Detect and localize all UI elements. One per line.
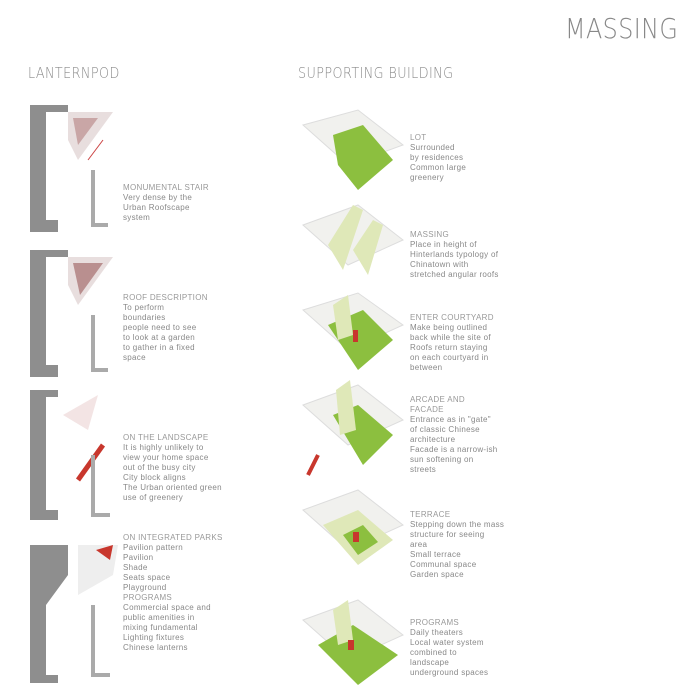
support-text-courtyard: ENTER COURTYARD Make being outlined back… [410, 313, 530, 373]
text-line: Hinterlands typology of [410, 250, 499, 259]
text-line: Facade is a narrow-ish [410, 445, 498, 454]
text-line: combined to [410, 648, 457, 657]
text-line: Chinatown with [410, 260, 469, 269]
page-title: MASSING [564, 12, 678, 45]
text-line: between [410, 363, 443, 372]
text-line: area [410, 540, 428, 549]
support-text-massing: MASSING Place in height of Hinterlands t… [410, 230, 530, 280]
text-line: MONUMENTAL STAIR [123, 183, 209, 192]
text-line: FACADE [410, 405, 444, 414]
text-line: of classic Chinese [410, 425, 480, 434]
text-line: Surrounded [410, 143, 455, 152]
text-line: TERRACE [410, 510, 451, 519]
support-text-terrace: TERRACE Stepping down the mass structure… [410, 510, 530, 580]
support-diagram-lot [301, 109, 405, 190]
support-diagram-terrace [302, 489, 404, 565]
text-line: Seats space [123, 573, 171, 582]
text-line: to look at a garden [123, 333, 195, 342]
text-line: PROGRAMS [123, 593, 173, 602]
text-line: underground spaces [410, 668, 489, 677]
text-line: Pavilion pattern [123, 543, 183, 552]
support-diagram-programs [302, 599, 404, 685]
text-line: architecture [410, 435, 456, 444]
text-line: Common large [410, 163, 467, 172]
text-line: Local water system [410, 638, 484, 647]
text-line: MASSING [410, 230, 449, 239]
text-line: Pavilion [123, 553, 154, 562]
text-line: Chinese lanterns [123, 643, 188, 652]
text-line: Daily theaters [410, 628, 464, 637]
text-line: Garden space [410, 570, 464, 579]
text-line: To perform [123, 303, 165, 312]
text-line: ROOF DESCRIPTION [123, 293, 208, 302]
text-line: view your home space [123, 453, 209, 462]
text-line: public amenities in [123, 613, 195, 622]
text-line: Commercial space and [123, 603, 211, 612]
support-diagram-courtyard [302, 292, 404, 370]
text-line: It is highly unlikely to [123, 443, 204, 452]
text-line: LOT [410, 133, 427, 142]
support-text-programs: PROGRAMS Daily theaters Local water syst… [410, 618, 530, 678]
text-line: ON THE LANDSCAPE [123, 433, 209, 442]
text-line: use of greenery [123, 493, 184, 502]
supporting-building-heading: SUPPORTING BUILDING [298, 64, 454, 82]
text-line: ENTER COURTYARD [410, 313, 494, 322]
text-line: Playground [123, 583, 167, 592]
text-line: mixing fundamental [123, 623, 198, 632]
text-line: landscape [410, 658, 450, 667]
lantern-diagram-4 [30, 545, 118, 683]
text-line: Stepping down the mass [410, 520, 505, 529]
text-line: Place in height of [410, 240, 477, 249]
text-line: structure for seeing [410, 530, 485, 539]
text-line: to gather in a fixed [123, 343, 195, 352]
lantern-diagram-2 [30, 250, 113, 377]
support-diagram-arcade [302, 380, 404, 476]
text-line: people need to see [123, 323, 197, 332]
text-line: Make being outlined [410, 323, 488, 332]
lantern-text-4: ON INTEGRATED PARKS Pavilion pattern Pav… [123, 533, 243, 653]
text-line: ARCADE AND [410, 395, 466, 404]
text-line: back while the site of [410, 333, 491, 342]
text-line: out of the busy city [123, 463, 196, 472]
text-line: Roofs return staying [410, 343, 488, 352]
text-line: Urban Roofscape [123, 203, 190, 212]
text-line: Communal space [410, 560, 477, 569]
text-line: City block aligns [123, 473, 186, 482]
text-line: by residences [410, 153, 464, 162]
lantern-text-1: MONUMENTAL STAIR Very dense by the Urban… [123, 183, 243, 223]
lantern-diagram-3 [30, 390, 110, 520]
text-line: Shade [123, 563, 148, 572]
text-line: stretched angular roofs [410, 270, 499, 279]
text-line: Very dense by the [123, 193, 193, 202]
text-line: streets [410, 465, 437, 474]
support-diagram-massing [302, 204, 404, 275]
support-text-lot: LOT Surrounded by residences Common larg… [410, 133, 530, 183]
lantern-diagram-1 [30, 105, 113, 232]
text-line: boundaries [123, 313, 166, 322]
text-line: greenery [410, 173, 444, 182]
text-line: Lighting fixtures [123, 633, 185, 642]
lanternpod-heading: LANTERNPOD [28, 64, 120, 82]
text-line: PROGRAMS [410, 618, 460, 627]
text-line: sun softening on [410, 455, 474, 464]
text-line: Small terrace [410, 550, 462, 559]
text-line: system [123, 213, 151, 222]
text-line: The Urban oriented green [123, 483, 222, 492]
text-line: Entrance as in "gate" [410, 415, 491, 424]
lantern-text-2: ROOF DESCRIPTION To perform boundaries p… [123, 293, 243, 363]
text-line: on each courtyard in [410, 353, 489, 362]
support-text-arcade: ARCADE AND FACADE Entrance as in "gate" … [410, 395, 530, 475]
lantern-text-3: ON THE LANDSCAPE It is highly unlikely t… [123, 433, 243, 503]
text-line: ON INTEGRATED PARKS [123, 533, 223, 542]
text-line: space [123, 353, 146, 362]
